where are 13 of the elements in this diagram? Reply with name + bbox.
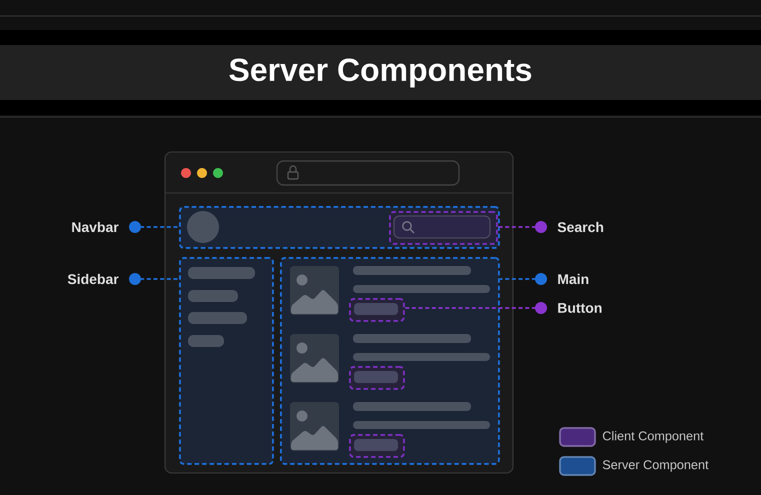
component-label: Button	[558, 303, 602, 313]
component-label: Search	[558, 222, 604, 232]
leader-line	[129, 221, 179, 233]
component-label: Main	[558, 274, 588, 284]
legend-label: Client Component	[602, 431, 704, 443]
leader-line	[500, 273, 547, 285]
leader-line	[129, 273, 179, 285]
leader-line	[404, 302, 547, 314]
component-label: Navbar	[72, 222, 118, 232]
component-label: Sidebar	[68, 274, 119, 284]
title: Server Components	[229, 58, 532, 88]
legend-label: Server Component	[602, 460, 708, 472]
leader-line	[498, 221, 547, 233]
